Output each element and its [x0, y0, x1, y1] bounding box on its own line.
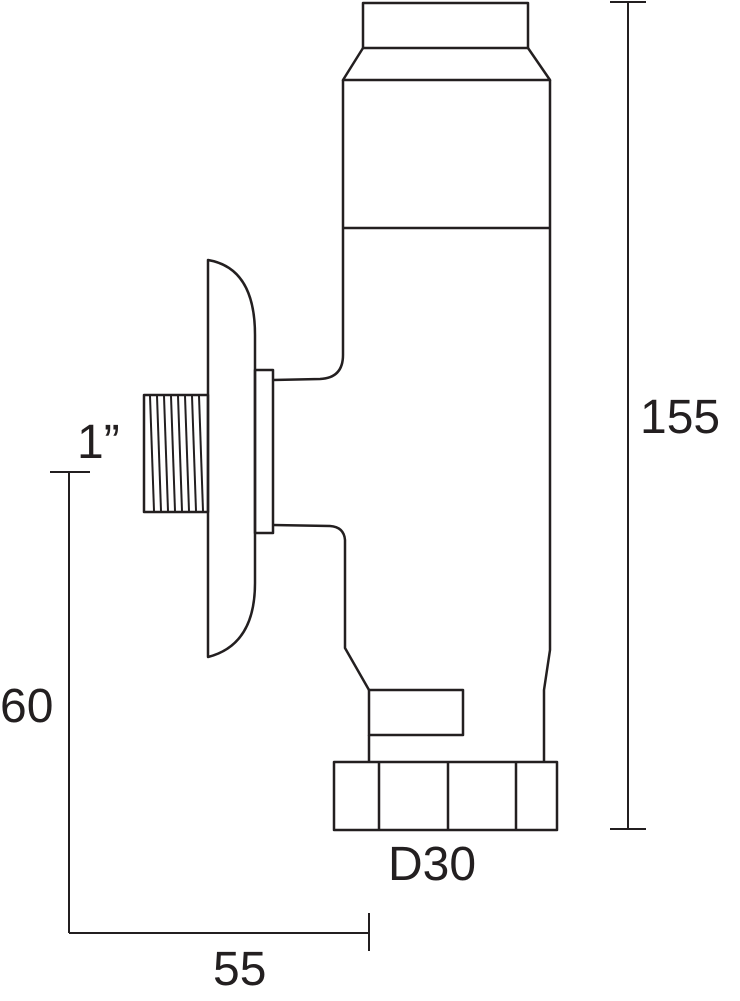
wall-flange [206, 258, 257, 659]
thread-lines [149, 395, 204, 512]
dimension-inlet: 60 55 [0, 471, 370, 996]
dimension-inlet-height-label: 60 [0, 680, 53, 733]
top-cap [341, 1, 552, 82]
dimension-offset-label: 55 [213, 943, 266, 996]
dimension-height-label: 155 [640, 391, 720, 444]
push-button [367, 688, 465, 762]
dimension-height: 155 [610, 1, 720, 830]
inlet-collar [253, 368, 275, 535]
valve-body [272, 80, 552, 762]
bottom-nut [332, 760, 559, 832]
threaded-inlet [142, 393, 210, 514]
outlet-size-label: D30 [388, 838, 476, 891]
thread-size-label: 1” [77, 416, 120, 469]
